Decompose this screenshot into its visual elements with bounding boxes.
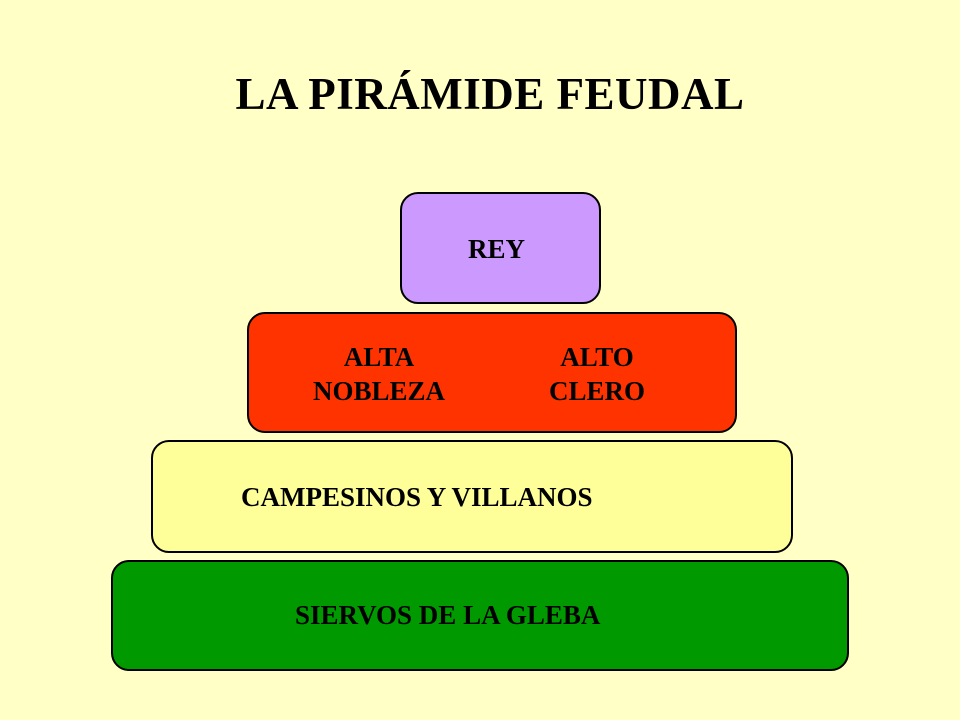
tier-label-alta-nobleza: ALTA NOBLEZA — [312, 342, 446, 406]
tier-label-rey: REY — [468, 234, 526, 264]
pyramid-tier-siervos: SIERVOS DE LA GLEBA — [111, 560, 849, 671]
pyramid-tier-nobility-clergy: ALTA NOBLEZA ALTO CLERO — [247, 312, 737, 433]
page-title: LA PIRÁMIDE FEUDAL — [235, 69, 745, 119]
tier-label-alto-clero: ALTO CLERO — [548, 342, 646, 406]
tier-label-campesinos: CAMPESINOS Y VILLANOS — [241, 482, 593, 512]
pyramid-tier-rey: REY — [400, 192, 601, 304]
tier-label-siervos: SIERVOS DE LA GLEBA — [295, 600, 601, 630]
pyramid-tier-campesinos: CAMPESINOS Y VILLANOS — [151, 440, 793, 553]
